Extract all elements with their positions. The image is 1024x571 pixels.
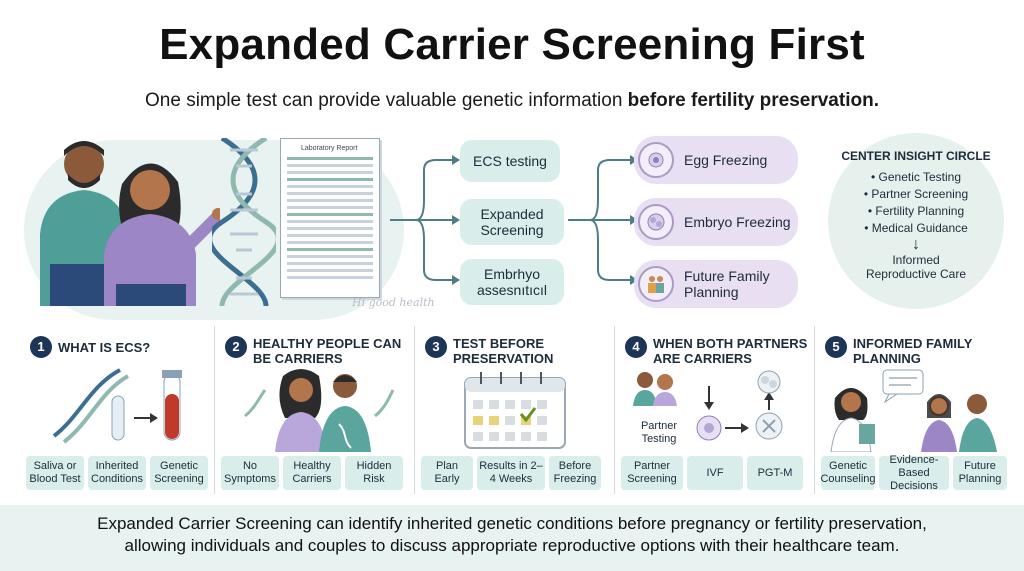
step-tags: No Symptoms Healthy Carriers Hidden Risk: [221, 456, 403, 490]
step-tag: Evidence-Based Decisions: [879, 454, 949, 492]
subtitle-bold: before fertility preservation.: [627, 90, 879, 111]
step-number: 3: [425, 336, 447, 358]
page-subtitle: One simple test can provide valuable gen…: [0, 90, 1024, 112]
embryo-icon: [638, 204, 674, 240]
step-tag: Plan Early: [421, 456, 473, 490]
step-tags: Plan Early Results in 2–4 Weeks Before F…: [421, 456, 601, 490]
option-future-family-planning: Future Family Planning: [634, 260, 798, 308]
test-label: Embrhyo assesnıtıcıl: [476, 265, 548, 298]
step-tag: IVF: [687, 456, 743, 490]
footer-line2: allowing individuals and couples to disc…: [124, 536, 900, 555]
step-tag: Hidden Risk: [345, 456, 403, 490]
step-tag: Genetic Screening: [150, 456, 208, 490]
step-5: 5 INFORMED FAMILY PLANNING Genetic Couns…: [814, 326, 1010, 494]
report-title: Laboratory Report: [301, 145, 358, 152]
option-label: Embryo Freezing: [684, 213, 791, 230]
center-insight-circle: CENTER INSIGHT CIRCLE Genetic Testing Pa…: [828, 133, 1004, 309]
test-expanded-screening: Expanded Screening: [460, 199, 564, 245]
step-tags: Partner Screening IVF PGT-M: [621, 456, 803, 490]
insight-item: Fertility Planning: [828, 203, 1004, 220]
step-number: 5: [825, 336, 847, 358]
insight-result-line1: Informed: [892, 253, 940, 267]
footer-line1: Expanded Carrier Screening can identify …: [97, 514, 927, 533]
step-tags: Genetic Counseling Evidence-Based Decisi…: [820, 454, 1007, 492]
step-tag: Partner Screening: [621, 456, 683, 490]
insight-result-line2: Reproductive Care: [865, 267, 967, 281]
step-number: 1: [30, 336, 52, 358]
test-label: Expanded Screening: [480, 205, 544, 238]
insight-list: Genetic Testing Partner Screening Fertil…: [828, 169, 1004, 237]
step-3: 3 TEST BEFORE PRESERVATION Plan Early Re…: [414, 326, 614, 494]
subtitle-plain: One simple test can provide valuable gen…: [145, 90, 623, 111]
step-4: 4 WHEN BOTH PARTNERS ARE CARRIERS Partne…: [614, 326, 814, 494]
counseling-icon: [830, 369, 997, 452]
dna-helix-icon: [212, 138, 276, 306]
carrier-couple-icon: [244, 369, 395, 452]
down-arrow-icon: ↓: [912, 236, 920, 253]
step-1: 1 WHAT IS ECS? Saliva or Blood Test Inhe…: [20, 326, 214, 494]
step-number: 2: [225, 336, 247, 358]
calendar-icon: [464, 372, 566, 449]
test-embryo-assessment: Embrhyo assesnıtıcıl: [460, 259, 564, 305]
step-title: INFORMED FAMILY PLANNING: [853, 336, 973, 366]
step-title: WHEN BOTH PARTNERS ARE CARRIERS: [653, 336, 808, 366]
family-icon: [638, 266, 674, 302]
step-tag: PGT-M: [747, 456, 803, 490]
insight-item: Genetic Testing: [828, 169, 1004, 186]
test-label: ECS testing: [473, 152, 547, 169]
steps-row: 1 WHAT IS ECS? Saliva or Blood Test Inhe…: [20, 326, 1010, 496]
step-tag: No Symptoms: [221, 456, 279, 490]
footer-summary: Expanded Carrier Screening can identify …: [0, 505, 1024, 571]
option-embryo-freezing: Embryo Freezing: [634, 198, 798, 246]
partner-ivf-icon: [633, 370, 783, 441]
step-tag: Healthy Carriers: [283, 456, 341, 490]
egg-icon: [638, 142, 674, 178]
step-2: 2 HEALTHY PEOPLE CAN BE CARRIERS No Symp…: [214, 326, 414, 494]
watermark-logo: Hi good health: [352, 296, 435, 309]
step-tag: Before Freezing: [549, 456, 601, 490]
step-tag: Inherited Conditions: [88, 456, 146, 490]
laboratory-report: Laboratory Report: [280, 138, 380, 298]
couple-illustration: [40, 141, 220, 306]
dna-test-tube-icon: [52, 368, 182, 444]
step-tags: Saliva or Blood Test Inherited Condition…: [26, 456, 208, 490]
step-tag: Results in 2–4 Weeks: [477, 456, 545, 490]
page-title: Expanded Carrier Screening First: [159, 20, 865, 69]
option-egg-freezing: Egg Freezing: [634, 136, 798, 184]
insight-heading: CENTER INSIGHT CIRCLE: [841, 149, 991, 163]
insight-item: Medical Guidance: [828, 220, 1004, 237]
step-title: WHAT IS ECS?: [58, 340, 151, 355]
step-title: TEST BEFORE PRESERVATION: [453, 336, 554, 366]
option-label: Future Family Planning: [684, 267, 770, 300]
step-tag: Future Planning: [953, 456, 1007, 490]
partner-testing-label: Partner Testing: [640, 420, 678, 445]
test-ecs-testing: ECS testing: [460, 140, 560, 182]
insight-item: Partner Screening: [828, 186, 1004, 203]
step-tag: Genetic Counseling: [820, 456, 876, 490]
step-number: 4: [625, 336, 647, 358]
option-label: Egg Freezing: [684, 151, 768, 168]
step-tag: Saliva or Blood Test: [26, 456, 84, 490]
step-title: HEALTHY PEOPLE CAN BE CARRIERS: [253, 336, 402, 366]
